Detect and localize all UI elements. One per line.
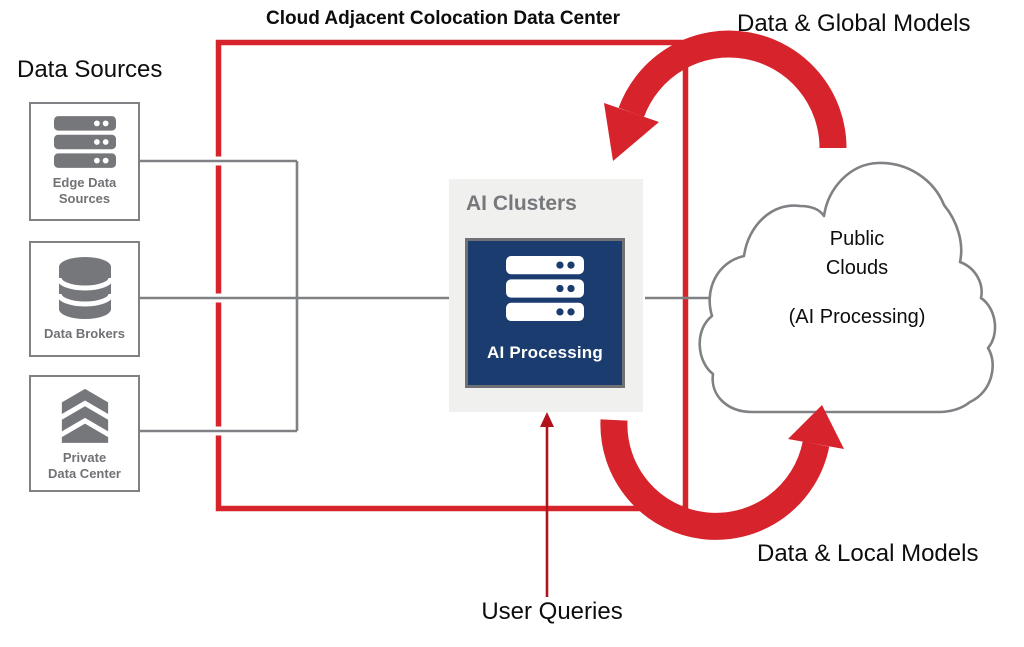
source-box-label: Private Data Center: [48, 450, 121, 481]
global-models-arrowhead-icon: [604, 103, 659, 161]
server-stack-icon: [506, 256, 584, 321]
source-box-private-data-center: Private Data Center: [29, 375, 140, 492]
ai-processing-box: AI Processing: [465, 238, 625, 388]
source-box-edge-data-sources: Edge Data Sources: [29, 102, 140, 221]
data-local-models-label: Data & Local Models: [757, 540, 979, 567]
ai-clusters-title: AI Clusters: [466, 192, 577, 215]
public-clouds-label: Public Clouds: [825, 228, 889, 279]
cloud-ai-processing-label: (AI Processing): [788, 306, 926, 328]
user-queries-label: User Queries: [481, 598, 623, 625]
colocation-boundary-box: [215, 39, 689, 512]
public-cloud-shape: [698, 161, 997, 414]
connector-lines: [140, 159, 716, 433]
ai-processing-label: AI Processing: [487, 343, 603, 362]
diagram-title: Cloud Adjacent Colocation Data Center: [266, 8, 620, 29]
global-models-arrow-arc: [618, 30, 847, 149]
data-sources-heading: Data Sources: [17, 56, 163, 83]
source-box-label: Edge Data Sources: [52, 175, 117, 206]
ai-clusters-panel: AI Clusters AI Processing: [449, 179, 643, 412]
data-global-models-label: Data & Global Models: [737, 10, 971, 37]
database-icon: [56, 256, 113, 319]
source-box-label: Data Brokers: [44, 325, 125, 341]
server-stack-icon: [53, 116, 116, 168]
source-box-data-brokers: Data Brokers: [29, 241, 140, 357]
user-queries-arrowhead-icon: [540, 412, 554, 427]
stacked-chevrons-icon: [61, 389, 108, 444]
local-models-arrowhead-icon: [788, 405, 844, 449]
local-models-arrow-arc: [600, 419, 830, 540]
